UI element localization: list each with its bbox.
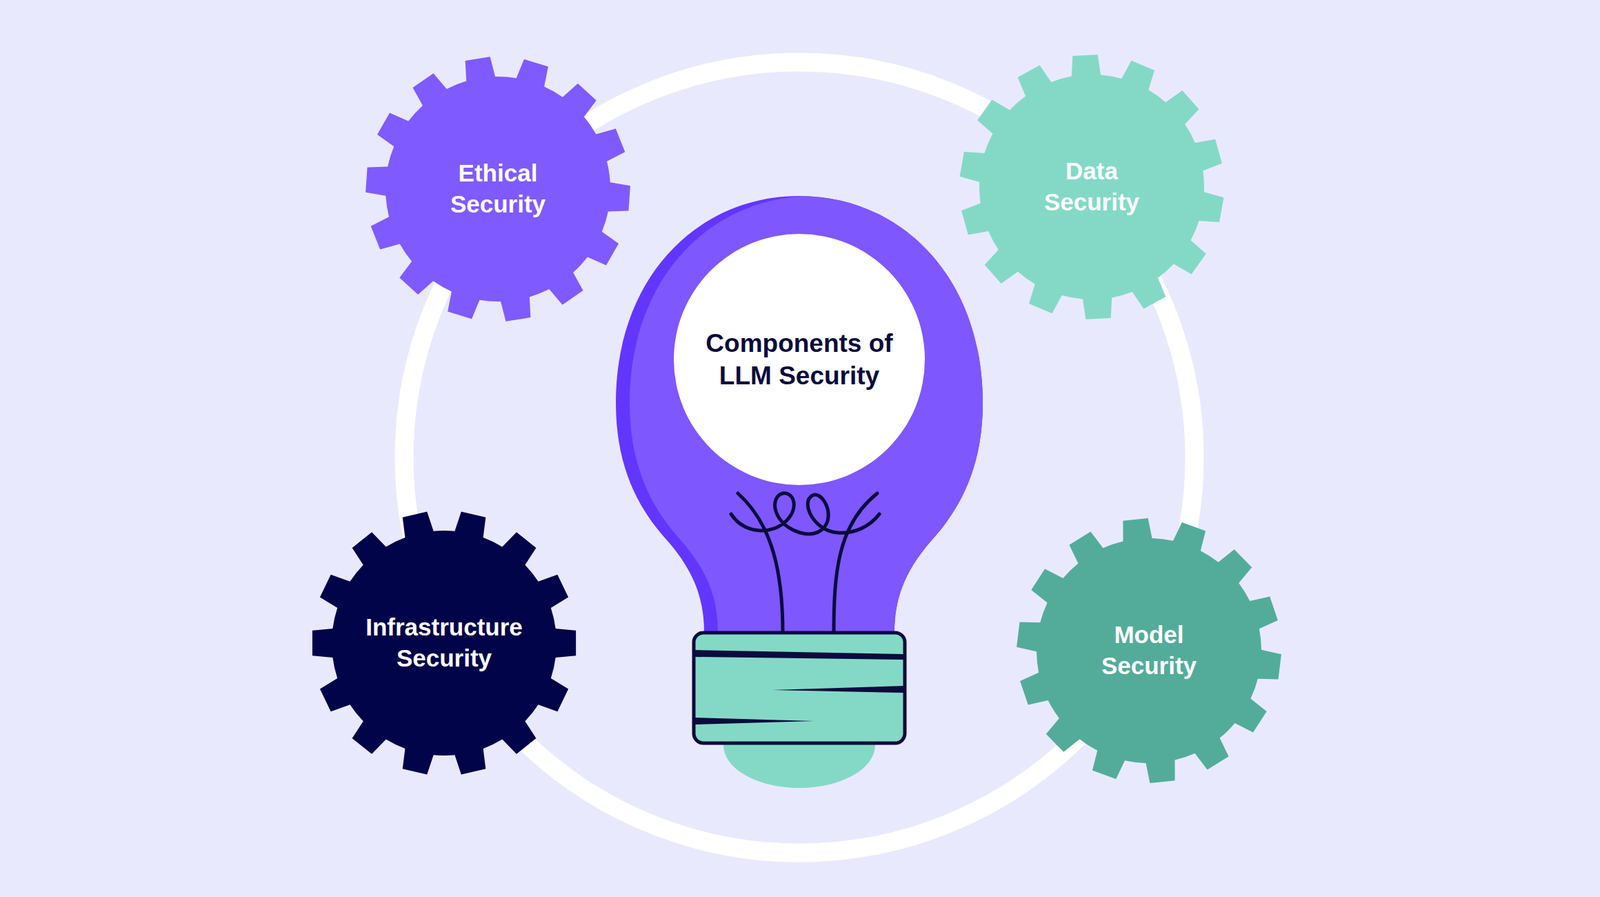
node-label: Data Security <box>1015 155 1168 218</box>
gear-shape <box>360 51 636 327</box>
bulb-base <box>693 632 905 743</box>
gear-outline <box>1016 517 1282 783</box>
gear-outline <box>365 56 631 321</box>
gear-node: Data Security <box>953 48 1230 325</box>
gear-node: Model Security <box>1011 512 1287 789</box>
gear-outline <box>960 54 1225 320</box>
bulb-glass <box>629 195 997 633</box>
base-stripe <box>772 685 904 693</box>
node-label: Infrastructure Security <box>340 611 548 674</box>
base-stripe <box>695 649 904 660</box>
gear-shape <box>953 48 1230 325</box>
node-label: Components of LLM Security <box>688 326 910 393</box>
node-label: Model Security <box>1069 619 1229 682</box>
filament <box>731 493 880 633</box>
filament-wire <box>833 493 878 633</box>
circle-shape <box>673 233 925 485</box>
gear-shape <box>1011 512 1287 789</box>
base-stripes <box>695 649 904 725</box>
gear-shape <box>306 504 583 781</box>
center-circle: Components of LLM Security <box>673 233 925 485</box>
gear-node: Ethical Security <box>360 51 636 327</box>
gear-outline <box>312 511 576 775</box>
node-label: Ethical Security <box>415 157 581 220</box>
circle-outline <box>673 233 925 485</box>
gear-node: Infrastructure Security <box>306 504 583 781</box>
filament-coil <box>731 493 880 534</box>
base-stripe <box>695 717 814 725</box>
